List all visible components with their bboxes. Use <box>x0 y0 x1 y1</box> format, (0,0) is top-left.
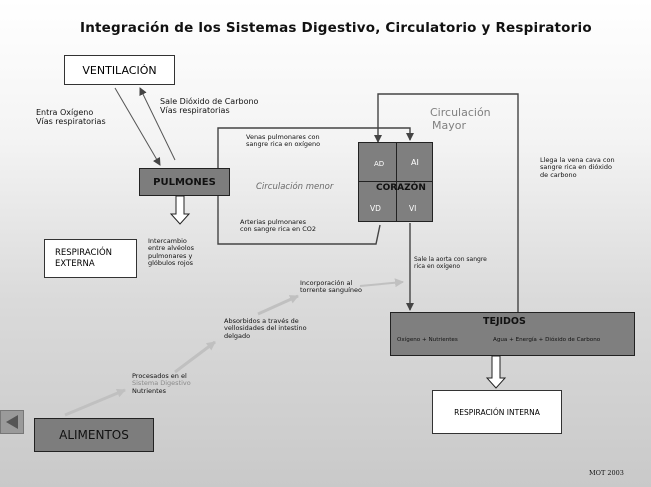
corazon: AD AI CORAZÓN VD VI <box>358 142 433 222</box>
hollow-arrow-down <box>169 195 191 225</box>
vena-cava-label: Llega la vena cava con sangre rica en di… <box>540 156 615 179</box>
arrow-arterias-pulmonares <box>217 196 381 245</box>
arrow-circulacion-mayor <box>374 93 519 312</box>
absorbidos-label: Absorbidos a través de vellosidades del … <box>224 317 307 340</box>
tejidos-left: Oxígeno + Nutrientes <box>397 337 458 343</box>
pulmones-label: PULMONES <box>153 176 216 188</box>
intercambio-label: Intercambio entre alvéolos pulmonares y … <box>148 237 195 268</box>
credit-label: MOT 2003 <box>589 469 624 477</box>
chamber-ad: AD <box>374 160 385 168</box>
circulacion-menor-label: Circulación menor <box>256 182 334 192</box>
respiracion-interna-box: RESPIRACIÓN INTERNA <box>432 390 562 434</box>
incorporacion-label: Incorporación al torrente sanguíneo <box>300 279 362 295</box>
tejidos-box: TEJIDOS Oxígeno + Nutrientes Agua + Ener… <box>390 312 635 356</box>
tejidos-title: TEJIDOS <box>483 316 526 327</box>
circulacion-mayor-label: Circulación Mayor <box>430 106 491 132</box>
arrow-absorbidos-incorporacion <box>257 294 299 316</box>
arrow-alimentos-procesados <box>64 388 126 417</box>
respiracion-interna-label: RESPIRACIÓN INTERNA <box>454 407 540 417</box>
arrow-incorporacion-tejidos <box>359 278 404 288</box>
pulmones-box: PULMONES <box>139 168 230 196</box>
arrow-procesados-absorbidos <box>174 340 216 374</box>
chamber-vi: VI <box>409 204 417 213</box>
aorta-label: Sale la aorta con sangre rica en oxígeno <box>414 256 487 270</box>
procesados-label: Procesados en el Sistema Digestivo Nutri… <box>132 372 191 395</box>
ventilacion-box: VENTILACIÓN <box>64 55 175 85</box>
respiracion-externa-label: RESPIRACIÓN EXTERNA <box>55 248 113 269</box>
corazon-label: CORAZÓN <box>376 183 426 193</box>
respiracion-externa-box: RESPIRACIÓN EXTERNA <box>44 239 137 278</box>
heart-divider-h <box>359 181 432 182</box>
triangle-left-icon <box>6 415 18 429</box>
previous-slide-button[interactable] <box>0 410 24 434</box>
arrow-venas-pulmonares <box>217 127 414 168</box>
tejidos-right: Agua + Energía + Dióxido de Carbono <box>493 337 601 343</box>
page-title: Integración de los Sistemas Digestivo, C… <box>80 20 592 36</box>
arrow-entra-oxigeno <box>114 87 161 166</box>
entra-oxigeno-label: Entra Oxígeno Vías respiratorias <box>36 108 106 127</box>
ventilacion-label: VENTILACIÓN <box>82 63 157 77</box>
hollow-arrow-down-2 <box>485 355 507 389</box>
alimentos-label: ALIMENTOS <box>59 428 129 442</box>
chamber-ai: AI <box>411 158 419 167</box>
arterias-pulmonares-label: Arterias pulmonares con sangre rica en C… <box>240 218 317 234</box>
arrow-sale-co2 <box>139 87 176 161</box>
alimentos-box: ALIMENTOS <box>34 418 154 452</box>
sale-dioxido-label: Sale Dióxido de Carbono Vías respiratori… <box>160 97 259 116</box>
venas-pulmonares-label: Venas pulmonares con sangre rica en oxíg… <box>246 133 321 149</box>
chamber-vd: VD <box>370 204 381 213</box>
heart-divider-v <box>396 143 397 221</box>
